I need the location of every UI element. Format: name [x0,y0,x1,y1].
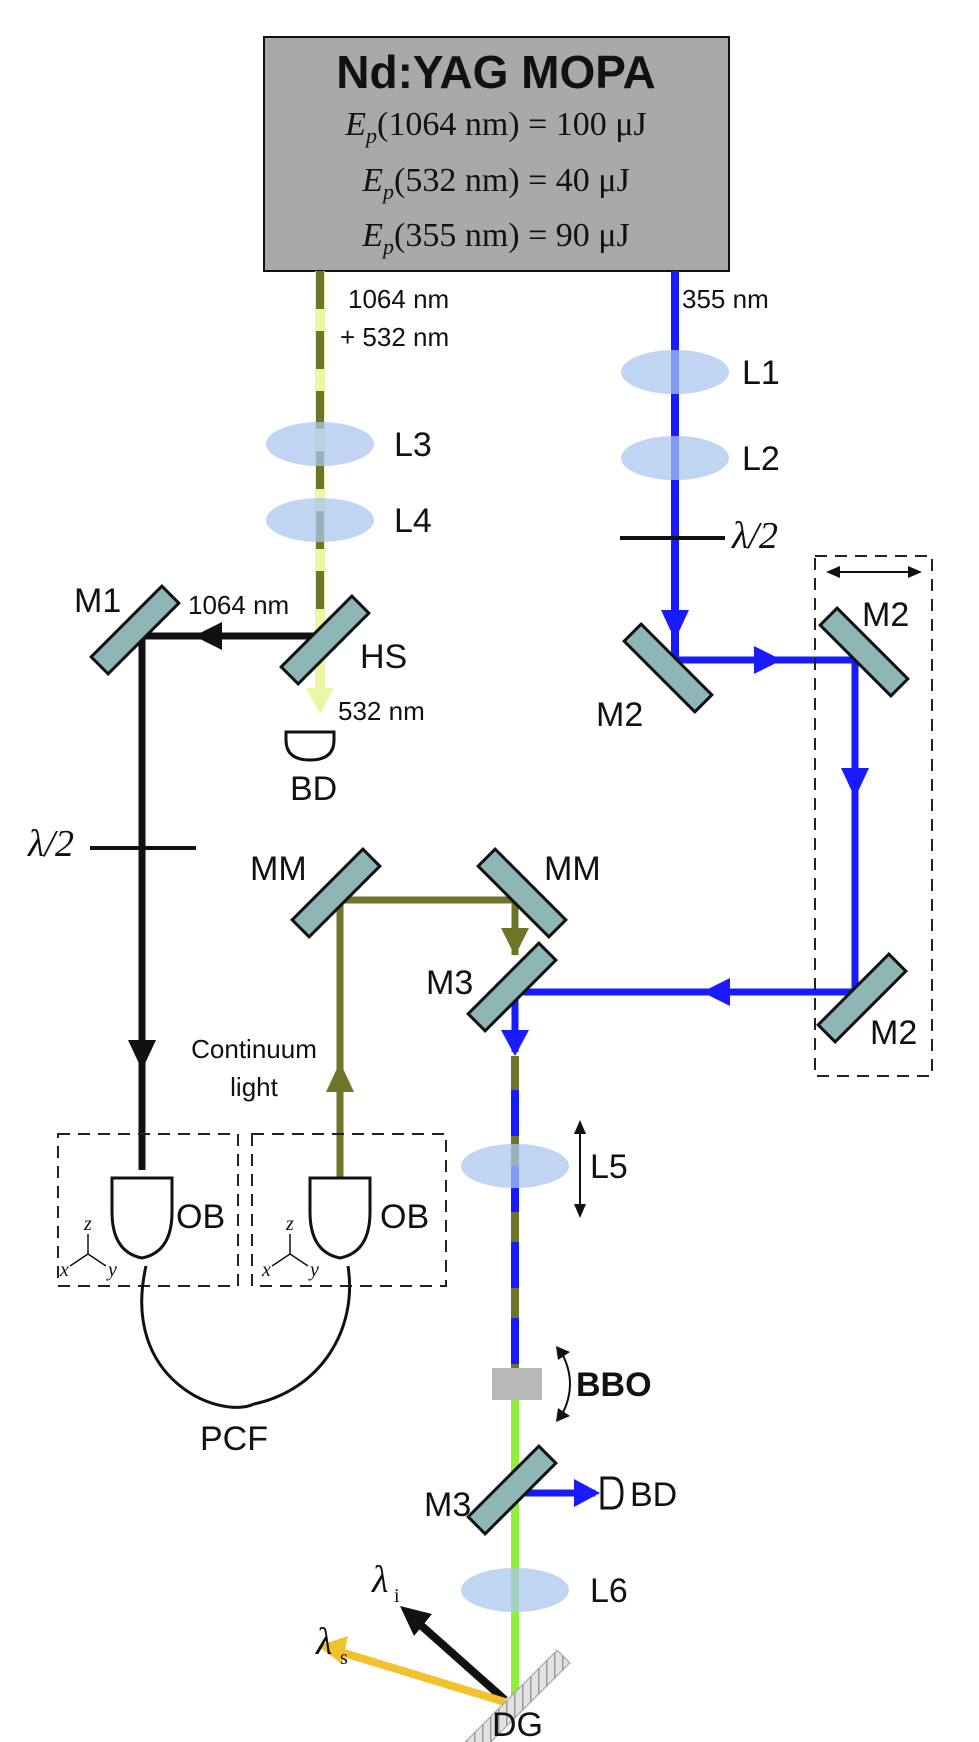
bbo-crystal [492,1368,542,1400]
label-pcf: PCF [200,1420,268,1458]
source-title: Nd:YAG MOPA [336,46,655,98]
objective-ob-left [110,1176,174,1260]
mirror-mm-left [290,847,382,939]
lens-l5 [461,1144,569,1188]
pulse-energy-532: Ep(532 nm) = 40 μJ [361,162,630,204]
label-l5: L5 [590,1148,628,1186]
label-m2-left: M2 [596,696,643,734]
axes-icon-left [69,1234,107,1267]
label-l4: L4 [394,502,432,540]
axis-y-left: y [106,1259,117,1281]
label-532nm: 532 nm [338,696,425,726]
axes-icon-right [271,1234,309,1267]
label-ob-left: OB [176,1198,225,1236]
arrow-532-to-bd [306,688,334,714]
diffraction-grating [457,1649,571,1742]
label-lambda-signal: λ [315,1621,332,1663]
label-l1: L1 [742,354,780,392]
pulse-energy-1064: Ep(1064 nm) = 100 μJ [344,106,647,148]
label-1064nm: 1064 nm [348,284,449,314]
axis-y-right: y [308,1259,319,1281]
beam-dump-right [600,1476,624,1510]
label-continuum: Continuum [191,1034,317,1064]
label-m3-lower: M3 [424,1486,471,1524]
label-mm-left: MM [250,850,307,888]
beam-1064-ir [128,622,320,1170]
harmonic-separator-hs [279,594,371,686]
axis-z-left: z [83,1213,92,1235]
mirror-m2-lower-left [622,622,714,714]
label-l2: L2 [742,440,780,478]
label-hs: HS [360,638,407,676]
lens-l1 [621,350,729,394]
label-plus-532nm: + 532 nm [340,322,449,352]
objective-ob-right [308,1176,372,1260]
label-mm-right: MM [544,850,601,888]
beam-continuum [326,896,529,1180]
rotation-arrow-icon [559,1349,571,1419]
axis-x-right: x [261,1259,271,1281]
axis-z-right: z [285,1213,294,1235]
lens-l2 [621,436,729,480]
mirror-m2-lower-right [816,952,908,1044]
mirror-m1 [89,584,181,676]
label-l6: L6 [590,1572,628,1610]
mirror-mm-right [476,847,568,939]
beam-signal [332,1646,507,1706]
label-1064nm-reflected: 1064 nm [188,590,289,620]
lens-l3 [266,422,374,466]
mirror-m2-upper-right [818,606,910,698]
axis-x-left: x [59,1259,69,1281]
label-m2-upper-right: M2 [862,596,909,634]
label-m1: M1 [74,582,121,620]
label-m2-lower-right: M2 [870,1014,917,1052]
lens-l4 [266,498,374,542]
label-355nm: 355 nm [682,284,769,314]
beam-idler [412,1617,508,1703]
label-bd-left: BD [290,770,337,808]
label-bd-right: BD [630,1476,677,1514]
pulse-energy-355: Ep(355 nm) = 90 μJ [361,217,630,259]
label-ob-right: OB [380,1198,429,1236]
mirror-m3-lower [466,1444,558,1536]
label-signal-sub: s [340,1647,348,1669]
beam-dump-left [284,730,336,762]
label-light: light [230,1072,278,1102]
lens-l6 [461,1568,569,1612]
label-bbo: BBO [576,1366,652,1404]
objective-stage-left [57,1133,239,1287]
label-lambda-half-left: λ/2 [27,823,74,865]
label-m3-upper: M3 [426,964,473,1002]
mirror-m3-upper [466,941,558,1033]
label-l3: L3 [394,426,432,464]
laser-source-box: Nd:YAG MOPA Ep(1064 nm) = 100 μJ Ep(532 … [263,36,730,272]
label-idler-sub: i [394,1585,400,1607]
label-dg: DG [492,1706,543,1742]
translation-arrow-icon [826,566,922,578]
focus-adjust-arrow-icon [574,1120,586,1218]
label-lambda-idler: λ [371,1559,388,1601]
photonic-crystal-fiber [140,1265,351,1409]
label-lambda-half-right: λ/2 [731,515,778,557]
